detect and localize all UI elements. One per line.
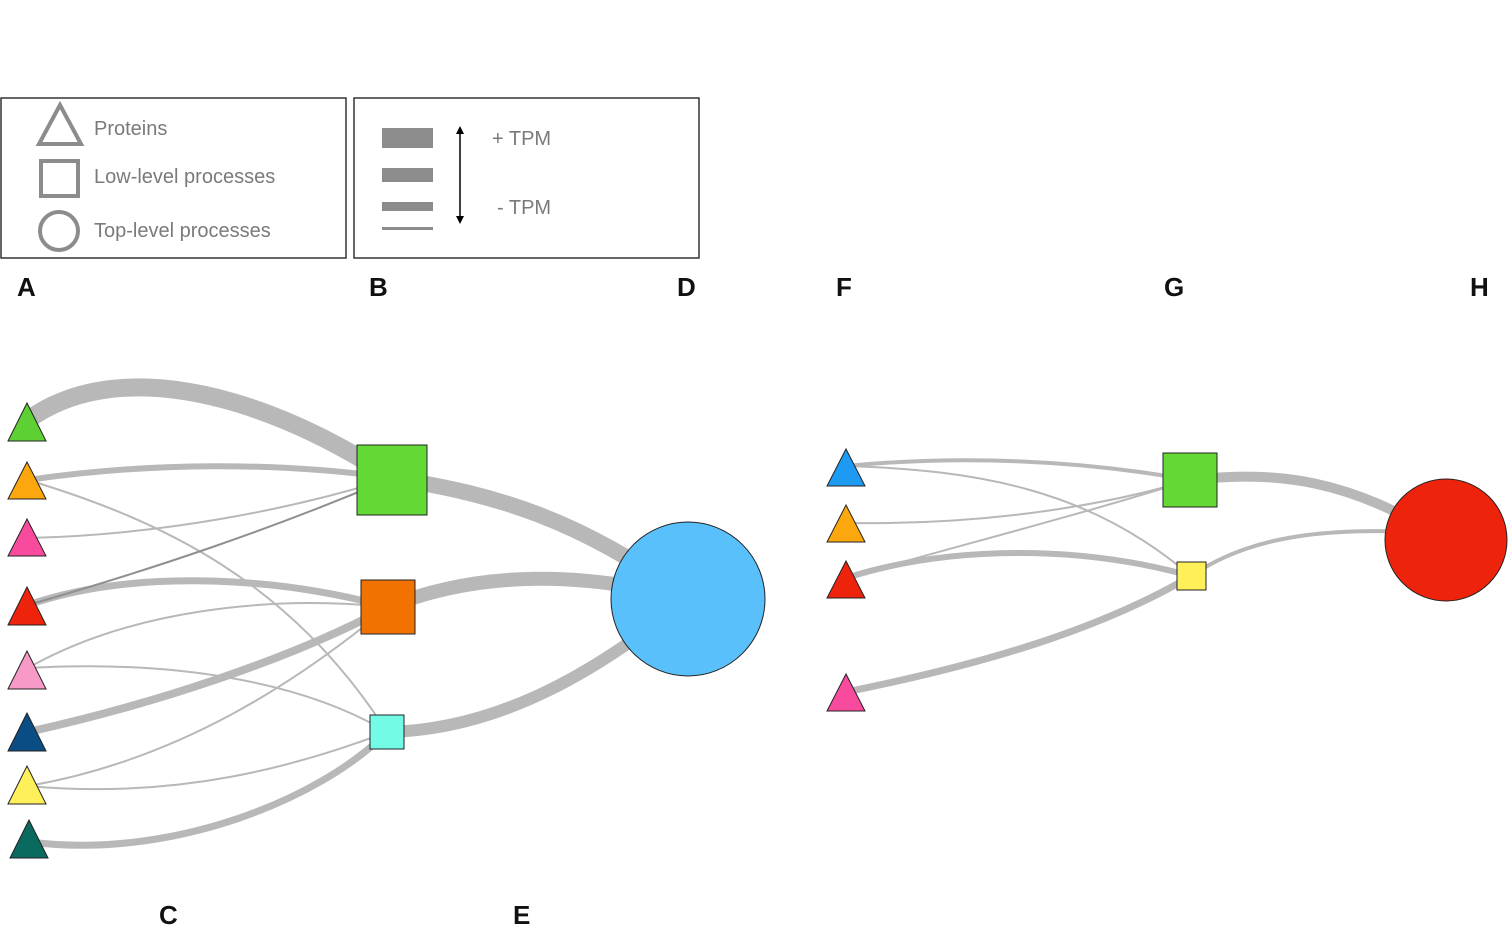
low-level-process-square-icon: [1176, 561, 1207, 591]
protein-triangle-icon: [7, 401, 47, 442]
panel-label-d: D: [677, 272, 696, 302]
low-level-process-square-icon: [356, 444, 428, 516]
protein-triangle-icon: [7, 585, 47, 626]
protein-triangle-icon: [7, 460, 47, 500]
legend-widths: + TPM - TPM: [353, 97, 700, 259]
edge-r1-yellow: [845, 465, 1192, 577]
edge-r4-yellow: [845, 572, 1193, 696]
protein-triangle-icon: [7, 711, 47, 752]
edge-p4-green: [27, 477, 393, 606]
legend-shapes: Proteins Low-level processes Top-level p…: [0, 97, 347, 259]
legend-width-bar-4: [382, 227, 433, 230]
edge-p1-green: [22, 378, 397, 486]
legend-arrow-up-icon: [456, 126, 464, 134]
low-level-process-square-icon: [360, 579, 416, 635]
edge-r3-yellow: [845, 550, 1192, 581]
top-level-process-circle-icon: [1384, 478, 1508, 602]
legend-arrow-down-icon: [456, 216, 464, 224]
panel-label-h: H: [1470, 272, 1489, 302]
panel-labels: A B D F G H C E: [17, 272, 1489, 930]
legend-plus-tpm-label: + TPM: [492, 128, 551, 150]
edge-p5-cyan: [27, 665, 388, 733]
edge-p2-green: [27, 463, 393, 483]
protein-triangle-icon: [9, 818, 49, 859]
protein-triangle-icon: [826, 559, 866, 599]
legend-width-bar-3: [382, 202, 433, 211]
edge-p7-cyan: [27, 731, 388, 791]
legend-top-level-label: Top-level processes: [94, 220, 271, 242]
edge-r3-green: [845, 479, 1191, 579]
left-network-edges: [22, 378, 693, 849]
legend-triangle-icon: [35, 100, 85, 146]
edge-p5-orange: [27, 602, 389, 669]
protein-triangle-icon: [7, 517, 47, 557]
top-level-process-circle-icon: [610, 521, 766, 677]
right-network-edges: [845, 458, 1449, 696]
legend-proteins-label: Proteins: [94, 118, 167, 140]
left-network-nodes: [7, 401, 766, 859]
edge-p7-orange: [27, 606, 389, 787]
protein-triangle-icon: [826, 503, 866, 543]
edge-r1-green: [845, 458, 1191, 482]
panel-label-c: C: [159, 900, 178, 930]
edge-p2-cyan: [27, 479, 388, 733]
legend-minus-tpm-label: - TPM: [497, 197, 551, 219]
protein-triangle-icon: [826, 447, 866, 487]
legend-widths-frame: [353, 97, 700, 259]
protein-triangle-icon: [826, 672, 866, 712]
edge-p3-green: [27, 477, 393, 539]
right-network-nodes: [826, 447, 1508, 712]
legend-shapes-frame: [0, 97, 347, 259]
edge-p8-cyan: [29, 729, 390, 849]
edge-p6-orange: [27, 603, 390, 736]
panel-label-e: E: [513, 900, 530, 930]
protein-triangle-icon: [7, 649, 47, 690]
panel-label-b: B: [369, 272, 388, 302]
legend-width-bar-2: [382, 168, 433, 182]
protein-triangle-icon: [7, 764, 47, 805]
legend-circle-icon: [38, 210, 80, 252]
legend-width-bar-1: [382, 128, 433, 148]
low-level-process-square-icon: [369, 714, 405, 750]
panel-label-g: G: [1164, 272, 1184, 302]
panel-label-f: F: [836, 272, 852, 302]
edge-r2-green: [845, 479, 1191, 525]
legend-low-level-label: Low-level processes: [94, 166, 275, 188]
panel-label-a: A: [17, 272, 36, 302]
low-level-process-square-icon: [1162, 452, 1218, 508]
legend-square-icon: [39, 159, 80, 198]
